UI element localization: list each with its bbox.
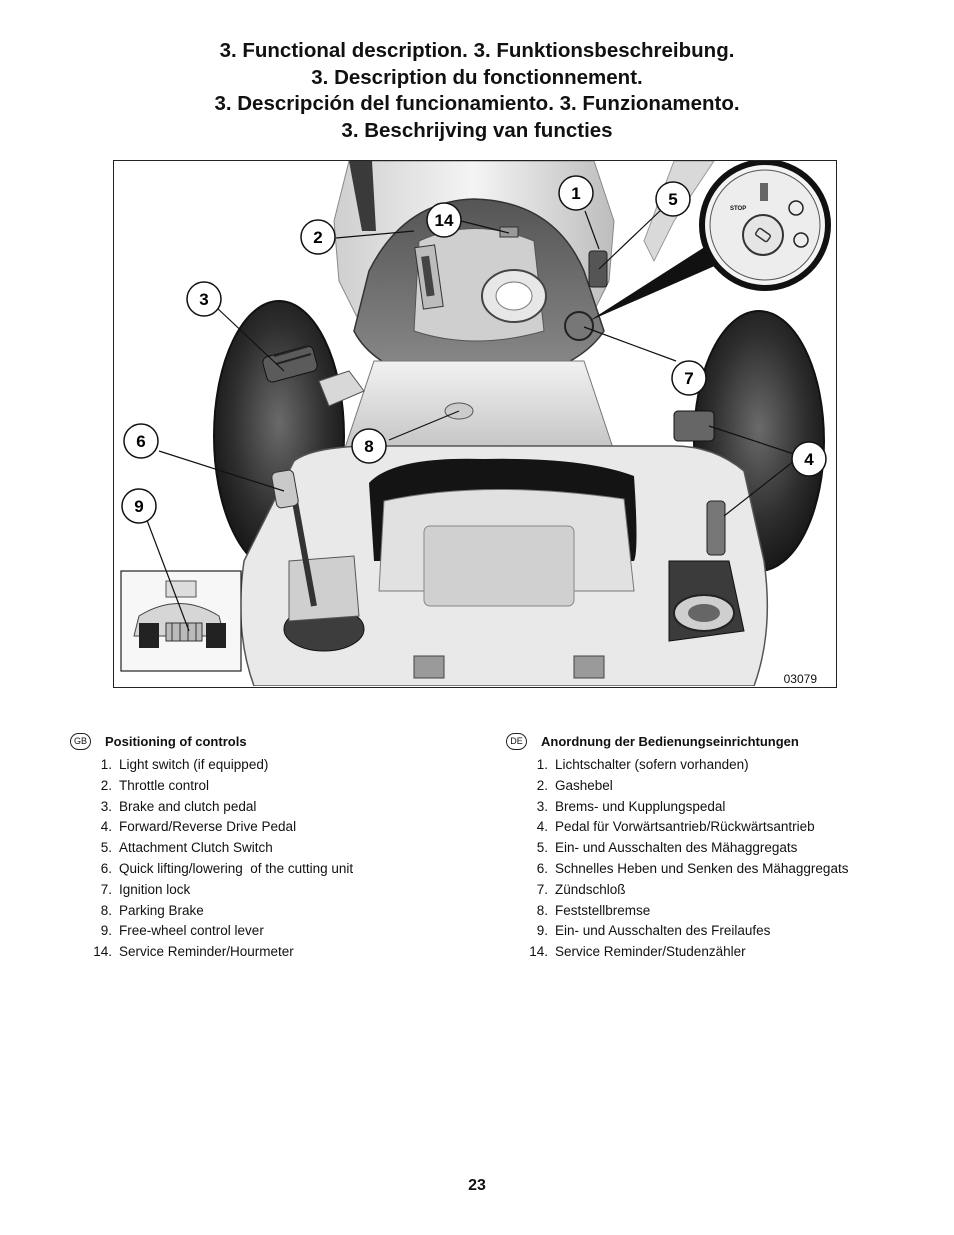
callout-1: 1 [558,175,594,211]
list-item: 8.Feststellbremse [536,902,651,918]
list-item: 3.Brems- und Kupplungspedal [536,798,726,814]
callout-9: 9 [121,488,157,524]
tractor-drawing: STOP 1 2 3 [114,161,835,686]
list-item: 3.Brake and clutch pedal [100,798,257,814]
gb-controls-list: 1.Light switch (if equipped) 2.Throttle … [70,755,470,963]
callout-4: 4 [791,441,827,477]
list-item: 7.Zündschloß [536,881,626,897]
list-item: 1.Lichtschalter (sofern vorhanden) [536,757,749,772]
callout-4-label: 4 [804,450,814,469]
de-heading: DE Anordnung der Bedienungseinrichtungen [506,732,906,750]
list-item: 4.Forward/Reverse Drive Pedal [100,819,297,835]
ignition-stop-label: STOP [730,206,746,212]
gb-section: GB Positioning of controls 1.Light switc… [70,732,470,963]
title-line-3: 3. Descripción del funcionamiento. 3. Fu… [214,92,740,115]
gb-language-badge: GB [70,732,91,750]
callout-6: 6 [123,423,159,459]
list-item: 9.Free-wheel control lever [100,923,264,939]
list-item: 5.Ein- und Ausschalten des Mähaggregats [536,840,798,856]
list-item: 14.Service Reminder/Studenzähler [529,944,746,960]
callout-3: 3 [186,281,222,317]
gb-heading: GB Positioning of controls [70,732,470,750]
title-line-2: 3. Description du fonctionnement. [311,65,643,89]
list-item: 6.Quick lifting/lowering of the cutting … [100,860,354,876]
list-item: 2.Throttle control [100,777,210,793]
list-item: 6.Schnelles Heben und Senken des Mähaggr… [536,860,849,876]
list-item: 5.Attachment Clutch Switch [100,840,273,856]
callout-1-label: 1 [571,184,580,203]
list-item: 8.Parking Brake [100,902,204,918]
de-controls-list: 1.Lichtschalter (sofern vorhanden) 2.Gas… [506,755,906,963]
list-item: 7.Ignition lock [100,881,191,897]
page-number: 23 [468,1177,486,1194]
list-item: 9.Ein- und Ausschalten des Freilaufes [536,923,771,939]
callout-3-label: 3 [199,290,208,309]
controls-illustration: STOP 1 2 3 [113,160,837,688]
callout-5: 5 [655,181,691,217]
de-heading-text: Anordnung der Bedienungseinrichtungen [541,733,799,749]
list-item: 2.Gashebel [536,777,613,793]
gb-heading-text: Positioning of controls [105,733,247,749]
de-language-badge: DE [506,732,527,750]
callout-7-label: 7 [684,369,693,388]
callout-2-label: 2 [313,228,322,247]
callout-6-label: 6 [136,432,145,451]
callout-8-label: 8 [364,437,373,456]
callout-9-label: 9 [134,497,143,516]
list-item: 14.Service Reminder/Hourmeter [93,944,294,960]
figure-code: 03079 [784,672,818,686]
callout-5-label: 5 [668,190,677,209]
list-item: 1.Light switch (if equipped) [100,757,269,772]
title-line-1: 3. Functional description. 3. Funktionsb… [219,39,735,62]
callout-8: 8 [351,428,387,464]
callout-14: 14 [426,202,462,238]
callout-7: 7 [671,360,707,396]
page-title: 3. Functional description. 3. Funktionsb… [0,38,954,144]
callout-2: 2 [300,219,336,255]
de-section: DE Anordnung der Bedienungseinrichtungen… [506,732,906,963]
title-line-4: 3. Beschrijving van functies [341,118,613,142]
callout-14-label: 14 [435,211,454,230]
list-item: 4.Pedal für Vorwärtsantrieb/Rückwärtsant… [536,819,815,835]
